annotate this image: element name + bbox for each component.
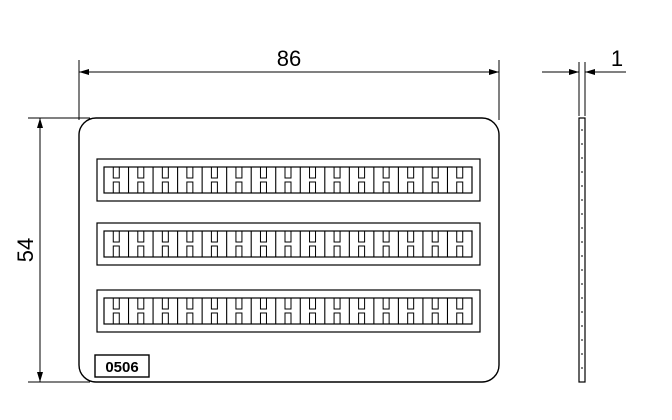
height-dimension-label: 54	[13, 238, 38, 262]
segment-notch	[382, 231, 390, 257]
segment-notch	[358, 298, 366, 324]
segment-notch	[284, 167, 292, 193]
segment-notch	[407, 167, 415, 193]
segment-notch	[456, 298, 464, 324]
thickness-dimension: 1	[542, 46, 626, 116]
segment-notch	[137, 167, 145, 193]
tag-rows	[96, 158, 481, 333]
segment-notch	[161, 298, 169, 324]
segment-strip	[103, 166, 473, 194]
segment-notch	[309, 298, 317, 324]
row-frame	[96, 158, 481, 202]
segment-notch	[431, 231, 439, 257]
segment-notch	[112, 231, 120, 257]
card-outline	[78, 117, 500, 383]
segment-notch	[235, 167, 243, 193]
segment-strip	[103, 230, 473, 258]
segment-notch	[235, 231, 243, 257]
segment-notch	[431, 167, 439, 193]
segment-notch	[137, 298, 145, 324]
segment-notch	[137, 231, 145, 257]
segment-notch	[210, 167, 218, 193]
segment-notch	[112, 298, 120, 324]
segment-strip	[103, 297, 473, 325]
segment-notch	[309, 231, 317, 257]
part-code-label: 0506	[105, 359, 138, 376]
segment-notch	[186, 167, 194, 193]
segment-notch	[382, 298, 390, 324]
segment-notch	[309, 167, 317, 193]
width-dimension-label: 86	[277, 46, 301, 71]
segment-notch	[210, 231, 218, 257]
side-view	[578, 117, 586, 383]
segment-notch	[456, 231, 464, 257]
tag-row	[96, 289, 481, 333]
segment-notch	[235, 298, 243, 324]
segment-notch	[382, 167, 390, 193]
tag-row	[96, 222, 481, 266]
side-view-outline	[578, 117, 586, 383]
part-code-frame	[94, 354, 150, 378]
segment-notch	[284, 298, 292, 324]
segment-notch	[358, 231, 366, 257]
segment-notch	[407, 298, 415, 324]
segment-notch	[259, 167, 267, 193]
segment-notch	[161, 231, 169, 257]
segment-notch	[259, 231, 267, 257]
segment-notch	[333, 231, 341, 257]
segment-notch	[431, 298, 439, 324]
width-dimension: 86	[78, 46, 500, 120]
height-dimension: 54	[13, 117, 90, 383]
segment-notch	[259, 298, 267, 324]
thickness-dimension-label: 1	[611, 46, 623, 71]
row-frame	[96, 222, 481, 266]
segment-notch	[186, 231, 194, 257]
segment-notch	[358, 167, 366, 193]
segment-notch	[161, 167, 169, 193]
segment-notch	[333, 298, 341, 324]
row-frame	[96, 289, 481, 333]
segment-notch	[112, 167, 120, 193]
segment-notch	[407, 231, 415, 257]
segment-notch	[186, 298, 194, 324]
segment-notch	[284, 231, 292, 257]
segment-notch	[456, 167, 464, 193]
tag-row	[96, 158, 481, 202]
segment-notch	[210, 298, 218, 324]
segment-notch	[333, 167, 341, 193]
part-code-box: 0506	[94, 354, 150, 378]
